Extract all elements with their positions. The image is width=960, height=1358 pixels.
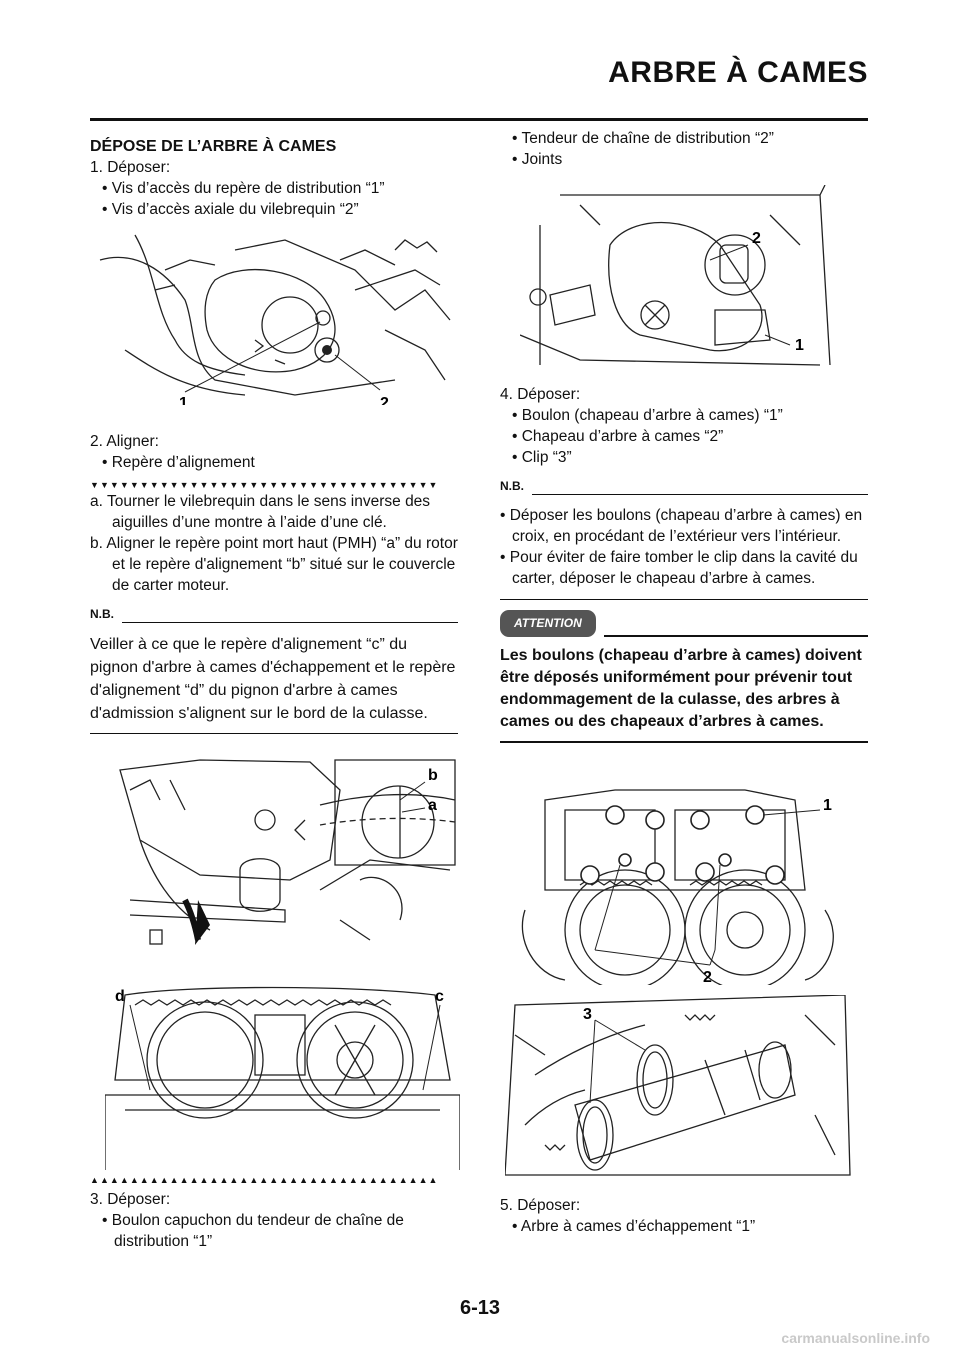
- header-rule: [90, 118, 868, 121]
- procedure-end-marker: ▲▲▲▲▲▲▲▲▲▲▲▲▲▲▲▲▲▲▲▲▲▲▲▲▲▲▲▲▲▲▲▲▲▲▲: [90, 1175, 439, 1185]
- step-1: 1. Déposer:: [90, 159, 171, 176]
- step-4-item: • Boulon (chapeau d’arbre à cames) “1”: [512, 407, 783, 424]
- callout-3: 3: [583, 1006, 592, 1023]
- procedure-step-b: b. Aligner le repère point mort haut (PM…: [90, 535, 458, 594]
- step-4-item: • Clip “3”: [512, 449, 572, 466]
- attention-badge: ATTENTION: [500, 610, 596, 637]
- callout-2: 2: [752, 230, 761, 247]
- nb-text: Veiller à ce que le repère d'alignement …: [90, 636, 456, 722]
- right-column-step4: 4. Déposer: • Boulon (chapeau d’arbre à …: [500, 384, 868, 743]
- section-heading: DÉPOSE DE L’ARBRE À CAMES: [90, 138, 337, 155]
- attention-heading: ATTENTION: [500, 610, 868, 637]
- attention-end-rule: [500, 741, 868, 743]
- right-column-step5: 5. Déposer: • Arbre à cames d’échappemen…: [500, 1195, 868, 1237]
- step-1-item: • Vis d’accès du repère de distribution …: [102, 180, 385, 197]
- procedure-step-a: a. Tourner le vilebrequin dans le sens i…: [90, 493, 431, 531]
- step-2-item: • Repère d’alignement: [102, 454, 255, 471]
- left-column: DÉPOSE DE L’ARBRE À CAMES 1. Déposer: • …: [90, 136, 458, 220]
- nb-end-rule: [90, 733, 458, 734]
- nb-end-rule: [500, 599, 868, 600]
- callout-1: 1: [823, 797, 832, 814]
- watermark: carmanualsonline.info: [781, 1330, 930, 1346]
- left-column-step2: 2. Aligner: • Repère d’alignement ▼▼▼▼▼▼…: [90, 431, 458, 734]
- callout-d: d: [115, 988, 125, 1005]
- step-1-item: • Vis d’accès axiale du vilebrequin “2”: [102, 201, 359, 218]
- step-4: 4. Déposer:: [500, 386, 581, 403]
- top-item: • Tendeur de chaîne de distribution “2”: [512, 130, 774, 147]
- top-item: • Joints: [512, 151, 563, 168]
- attention-text: Les boulons (chapeau d’arbre à cames) do…: [500, 647, 862, 730]
- step-5-item: • Arbre à cames d’échappement “1”: [512, 1218, 756, 1235]
- figure-rotor-alignment: b a: [110, 750, 460, 950]
- callout-a: a: [428, 797, 437, 814]
- step-3-item: • Boulon capuchon du tendeur de chaîne d…: [102, 1212, 404, 1250]
- callout-1: 1: [179, 395, 188, 405]
- left-column-step3: ▲▲▲▲▲▲▲▲▲▲▲▲▲▲▲▲▲▲▲▲▲▲▲▲▲▲▲▲▲▲▲▲▲▲▲ 3. D…: [90, 1174, 458, 1252]
- nb-label: N.B.: [500, 479, 524, 493]
- callout-1: 1: [795, 337, 804, 354]
- nb-heading: N.B.: [500, 476, 868, 497]
- nb-label: N.B.: [90, 607, 114, 621]
- right-column: • Tendeur de chaîne de distribution “2” …: [500, 128, 868, 170]
- callout-2: 2: [380, 395, 389, 405]
- step-5: 5. Déposer:: [500, 1197, 581, 1214]
- page-title: ARBRE À CAMES: [608, 56, 868, 89]
- page-number: 6-13: [459, 1297, 501, 1319]
- callout-c: c: [435, 988, 444, 1005]
- step-2: 2. Aligner:: [90, 433, 159, 450]
- figure-cam-sprocket-alignment: d c: [105, 985, 460, 1170]
- step-4-item: • Chapeau d’arbre à cames “2”: [512, 428, 724, 445]
- callout-b: b: [428, 767, 438, 784]
- step-3: 3. Déposer:: [90, 1191, 171, 1208]
- figure-chain-tensioner: 2 1: [520, 185, 840, 375]
- nb-item: • Pour éviter de faire tomber le clip da…: [500, 549, 858, 587]
- procedure-start-marker: ▼▼▼▼▼▼▼▼▼▼▼▼▼▼▼▼▼▼▼▼▼▼▼▼▼▼▼▼▼▼▼▼▼▼▼: [90, 480, 439, 490]
- figure-camshaft-caps: 1 2: [505, 780, 855, 985]
- nb-item: • Déposer les boulons (chapeau d’arbre à…: [500, 507, 863, 545]
- figure-camshaft-clips: 3: [505, 995, 855, 1180]
- figure-crankcase-access-screws: 1 2: [95, 230, 455, 405]
- nb-heading: N.B.: [90, 604, 458, 625]
- callout-2: 2: [703, 969, 712, 985]
